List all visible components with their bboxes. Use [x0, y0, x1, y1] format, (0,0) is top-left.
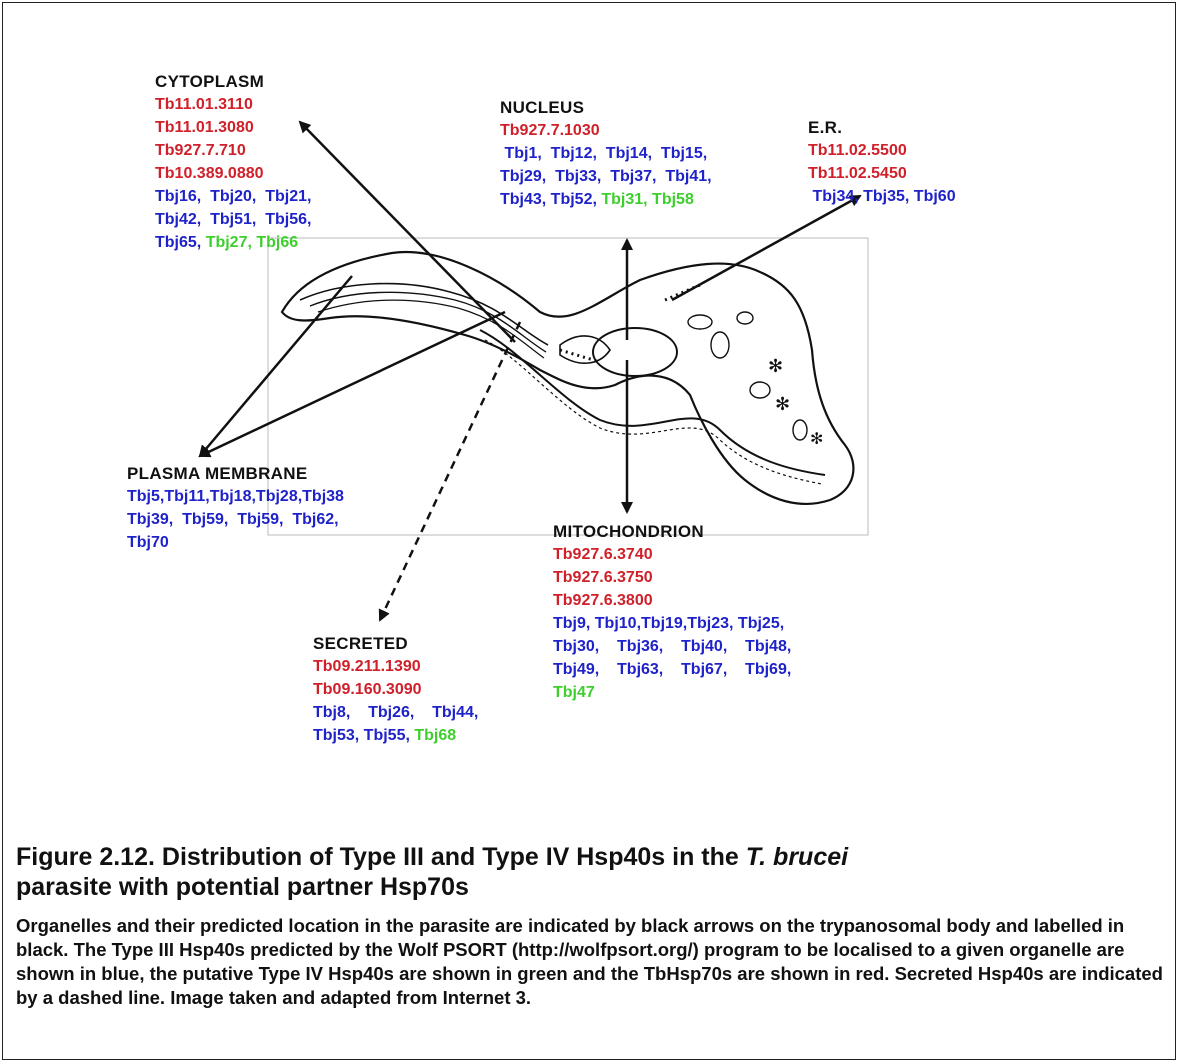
cytoplasm-blue-2: Tbj42, Tbj51, Tbj56,	[155, 208, 311, 231]
nucleus-blue-2: Tbj29, Tbj33, Tbj37, Tbj41,	[500, 165, 712, 188]
cytoplasm-red-3: Tb927.7.710	[155, 139, 311, 162]
glycosome-star: ✻	[768, 356, 783, 377]
er-blue-1: Tbj34, Tbj35, Tbj60	[808, 185, 956, 208]
arrow-plasma-membrane-2	[200, 312, 505, 456]
nucleus-line-mixed: Tbj43, Tbj52, Tbj31, Tbj58	[500, 188, 712, 211]
mitochondrion-title: MITOCHONDRION	[553, 520, 791, 543]
cytoplasm-green: Tbj27, Tbj66	[206, 234, 298, 251]
secreted-label: SECRETED Tb09.211.1390 Tb09.160.3090 Tbj…	[313, 632, 478, 747]
mitochondrion-blue-3: Tbj49, Tbj63, Tbj67, Tbj69,	[553, 658, 791, 681]
secreted-title: SECRETED	[313, 632, 478, 655]
er-label: E.R. Tb11.02.5500 Tb11.02.5450 Tbj34, Tb…	[808, 116, 956, 208]
cytoplasm-red-1: Tb11.01.3110	[155, 93, 311, 116]
mitochondrion-label: MITOCHONDRION Tb927.6.3740 Tb927.6.3750 …	[553, 520, 791, 704]
plasma-membrane-blue-1: Tbj5,Tbj11,Tbj18,Tbj28,Tbj38	[127, 485, 344, 508]
secreted-blue-1: Tbj8, Tbj26, Tbj44,	[313, 701, 478, 724]
arrow-secreted-dashed	[380, 322, 520, 620]
nucleus-title: NUCLEUS	[500, 96, 712, 119]
er-red-2: Tb11.02.5450	[808, 162, 956, 185]
nucleus-blue-3: Tbj43, Tbj52,	[500, 191, 597, 208]
cytoplasm-title: CYTOPLASM	[155, 70, 311, 93]
caption-title-part2: parasite with potential partner Hsp70s	[16, 873, 469, 901]
caption-title-italic: T. brucei	[746, 843, 848, 871]
nucleus-blue-1: Tbj1, Tbj12, Tbj14, Tbj15,	[500, 142, 712, 165]
er-red-1: Tb11.02.5500	[808, 139, 956, 162]
mitochondrion-red-2: Tb927.6.3750	[553, 566, 791, 589]
mitochondrion-red-3: Tb927.6.3800	[553, 589, 791, 612]
mitochondrion-red-1: Tb927.6.3740	[553, 543, 791, 566]
arrow-plasma-membrane-1	[200, 276, 352, 456]
plasma-membrane-title: PLASMA MEMBRANE	[127, 462, 344, 485]
glycosome-star: ✻	[810, 429, 823, 448]
figure-caption-title: Figure 2.12. Distribution of Type III an…	[16, 842, 1176, 902]
cytoplasm-blue-1: Tbj16, Tbj20, Tbj21,	[155, 185, 311, 208]
caption-title-part1: Figure 2.12. Distribution of Type III an…	[16, 843, 746, 871]
secreted-red-1: Tb09.211.1390	[313, 655, 478, 678]
mitochondrion-blue-2: Tbj30, Tbj36, Tbj40, Tbj48,	[553, 635, 791, 658]
secreted-red-2: Tb09.160.3090	[313, 678, 478, 701]
er-title: E.R.	[808, 116, 956, 139]
cytoplasm-red-4: Tb10.389.0880	[155, 162, 311, 185]
plasma-membrane-blue-3: Tbj70	[127, 531, 344, 554]
cytoplasm-blue-3: Tbj65,	[155, 234, 201, 251]
figure-caption-body: Organelles and their predicted location …	[16, 914, 1176, 1010]
glycosome-star: ✻	[775, 394, 790, 415]
cytoplasm-line-mixed: Tbj65, Tbj27, Tbj66	[155, 231, 311, 254]
nucleus-red-1: Tb927.7.1030	[500, 119, 712, 142]
secreted-line-mixed: Tbj53, Tbj55, Tbj68	[313, 724, 478, 747]
cytoplasm-red-2: Tb11.01.3080	[155, 116, 311, 139]
plasma-membrane-blue-2: Tbj39, Tbj59, Tbj59, Tbj62,	[127, 508, 344, 531]
secreted-green: Tbj68	[414, 727, 456, 744]
nucleus-green: Tbj31, Tbj58	[601, 191, 693, 208]
plasma-membrane-label: PLASMA MEMBRANE Tbj5,Tbj11,Tbj18,Tbj28,T…	[127, 462, 344, 554]
nucleus-label: NUCLEUS Tb927.7.1030 Tbj1, Tbj12, Tbj14,…	[500, 96, 712, 211]
mitochondrion-blue-1: Tbj9, Tbj10,Tbj19,Tbj23, Tbj25,	[553, 612, 791, 635]
mitochondrion-green-1: Tbj47	[553, 681, 791, 704]
secreted-blue-2: Tbj53, Tbj55,	[313, 727, 410, 744]
cytoplasm-label: CYTOPLASM Tb11.01.3110 Tb11.01.3080 Tb92…	[155, 70, 311, 254]
